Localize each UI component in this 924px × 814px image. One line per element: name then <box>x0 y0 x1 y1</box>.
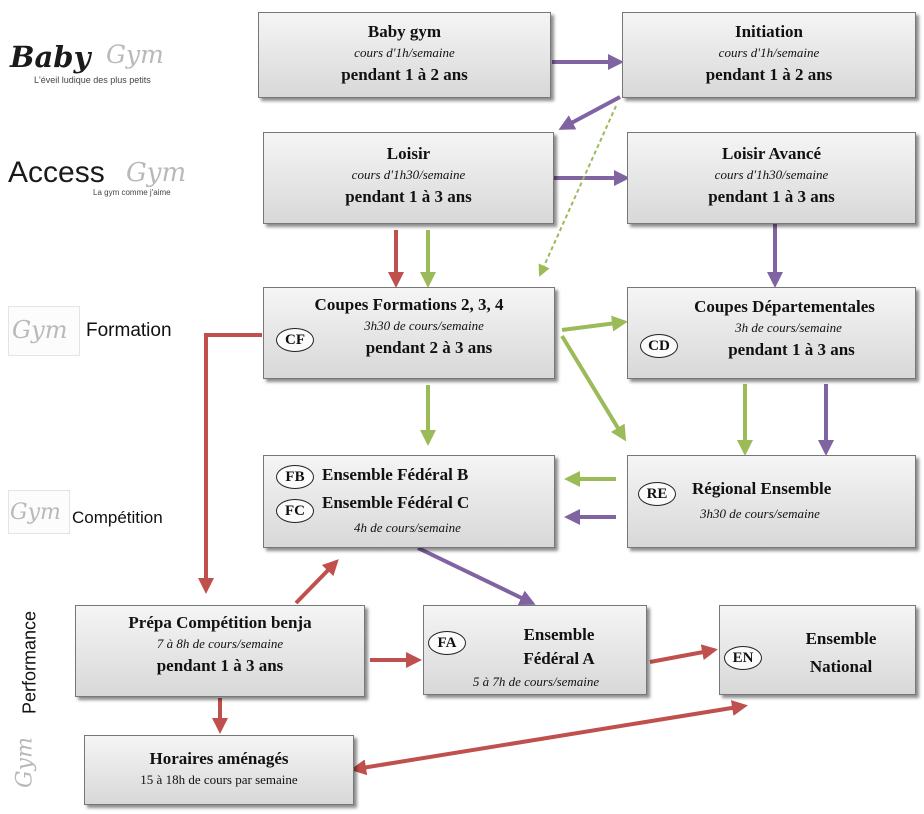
fa-sub: 5 à 7h de cours/semaine <box>472 674 600 689</box>
en-badge: EN <box>724 646 762 670</box>
cf-title: Coupes Formations 2, 3, 4 <box>314 295 504 314</box>
competition-logo-gym: Gym <box>10 500 61 525</box>
cf-sub: 3h30 de cours/semaine <box>364 318 484 333</box>
cd-sub: 3h de cours/semaine <box>735 320 842 335</box>
arrow-fa-to-en <box>649 644 718 664</box>
re-title: Régional Ensemble <box>692 479 832 498</box>
loisir-duration: pendant 1 à 3 ans <box>345 187 472 206</box>
competition-logo-label: Compétition <box>72 508 163 527</box>
arrow-cf-to-prepa <box>198 333 262 594</box>
formation-logo-label: Formation <box>86 320 172 341</box>
accessgym-logo-tagline: La gym comme j'aime <box>93 188 171 197</box>
formation-logo: Gym Formation <box>8 306 208 356</box>
competition-logo: Gym Compétition <box>8 490 208 540</box>
formation-logo-frame <box>8 306 80 356</box>
cd-duration: pendant 1 à 3 ans <box>728 340 855 359</box>
fa-badge: FA <box>428 631 466 655</box>
box-initiation: Initiation cours d'1h/semaine pendant 1 … <box>622 12 916 98</box>
box-ensemble-national: EN Ensemble National <box>719 605 916 695</box>
en-title-2: National <box>809 657 873 676</box>
horaires-title: Horaires aménagés <box>149 749 289 768</box>
box-babygym: Baby gym cours d'1h/semaine pendant 1 à … <box>258 12 551 98</box>
arrow-initiation-to-cf-dotted <box>538 105 617 277</box>
arrow-cf-to-re <box>560 334 627 442</box>
prepa-duration: pendant 1 à 3 ans <box>156 656 284 675</box>
box-coupes-formations: Coupes Formations 2, 3, 4 3h30 de cours/… <box>263 287 555 379</box>
arrow-cf-to-cd <box>561 315 628 332</box>
box-prepa-competition: Prépa Compétition benja 7 à 8h de cours/… <box>75 605 365 697</box>
babygym-logo-gym: Gym <box>106 40 164 69</box>
loisir-avance-sub: cours d'1h30/semaine <box>714 167 829 182</box>
accessgym-logo-word: Access <box>8 156 105 189</box>
fa-title-1: Ensemble <box>523 625 595 644</box>
babygym-sub: cours d'1h/semaine <box>354 45 455 60</box>
fa-title-2: Fédéral A <box>523 649 595 668</box>
fbfc-sub: 4h de cours/semaine <box>354 520 461 535</box>
en-title-1: Ensemble <box>805 629 877 648</box>
loisir-sub: cours d'1h30/semaine <box>351 167 466 182</box>
loisir-avance-title: Loisir Avancé <box>721 144 821 163</box>
arrow-fbfc-to-fa <box>417 546 536 605</box>
babygym-logo-tagline: L'éveil ludique des plus petits <box>34 75 151 85</box>
competition-logo-frame <box>8 490 70 534</box>
box-loisir-avance: Loisir Avancé cours d'1h30/semaine penda… <box>627 132 916 224</box>
prepa-sub: 7 à 8h de cours/semaine <box>156 636 284 651</box>
horaires-sub: 15 à 18h de cours par semaine <box>140 772 298 787</box>
fc-title: Ensemble Fédéral C <box>322 493 470 512</box>
arrow-horaires-en-bidirectional <box>350 700 748 776</box>
fb-badge: FB <box>276 465 314 489</box>
arrow-prepa-to-fbfc <box>294 559 339 605</box>
box-horaires-amenages: Horaires aménagés 15 à 18h de cours par … <box>84 735 354 805</box>
initiation-sub: cours d'1h/semaine <box>718 45 820 60</box>
initiation-duration: pendant 1 à 2 ans <box>705 65 833 84</box>
box-regional-ensemble: RE Régional Ensemble 3h30 de cours/semai… <box>627 455 916 548</box>
babygym-logo-word: Baby <box>10 40 91 74</box>
prepa-title: Prépa Compétition benja <box>128 613 312 632</box>
fc-badge: FC <box>276 499 314 523</box>
cd-badge: CD <box>640 334 678 358</box>
re-badge: RE <box>638 482 676 506</box>
accessgym-logo: Access Gym La gym comme j'aime <box>8 156 208 206</box>
babygym-logo: Baby Gym L'éveil ludique des plus petits <box>10 40 190 90</box>
re-sub: 3h30 de cours/semaine <box>700 506 820 521</box>
box-ensemble-federal-a: FA Ensemble Fédéral A 5 à 7h de cours/se… <box>423 605 647 695</box>
arrow-initiation-to-loisir <box>558 95 621 130</box>
fb-title: Ensemble Fédéral B <box>322 465 469 484</box>
initiation-title: Initiation <box>734 22 804 41</box>
babygym-duration: pendant 1 à 2 ans <box>341 65 468 84</box>
cd-title: Coupes Départementales <box>694 297 875 316</box>
box-ensemble-federal-bc: FB Ensemble Fédéral B FC Ensemble Fédéra… <box>263 455 555 548</box>
cf-duration: pendant 2 à 3 ans <box>365 338 493 357</box>
loisir-title: Loisir <box>386 144 431 163</box>
loisir-avance-duration: pendant 1 à 3 ans <box>708 187 835 206</box>
accessgym-logo-gym: Gym <box>126 158 187 188</box>
cf-badge: CF <box>276 328 314 352</box>
formation-logo-gym: Gym <box>12 316 68 344</box>
babygym-title: Baby gym <box>367 22 442 41</box>
box-coupes-departementales: Coupes Départementales 3h de cours/semai… <box>627 287 916 379</box>
box-loisir: Loisir cours d'1h30/semaine pendant 1 à … <box>263 132 554 224</box>
